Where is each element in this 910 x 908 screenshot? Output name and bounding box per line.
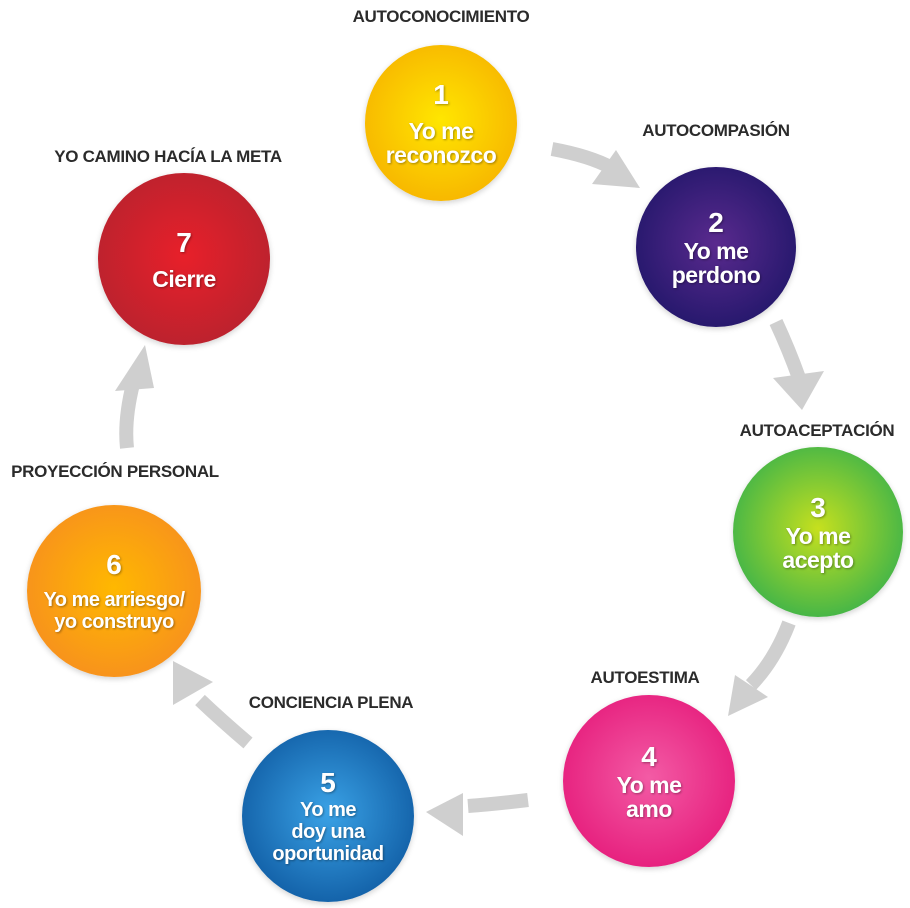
arrow-4-to-5-head bbox=[426, 793, 463, 836]
arrow-3-to-4-shaft bbox=[745, 620, 796, 690]
step-6-text-line-1: Yo me arriesgo/ bbox=[43, 589, 185, 611]
step-4-circle: 4 Yo me amo bbox=[563, 695, 735, 867]
arrow-3-to-4-head bbox=[728, 675, 768, 716]
arrow-2-to-3-shaft bbox=[769, 319, 806, 381]
step-3-label: AUTOACEPTACIÓN bbox=[739, 421, 895, 440]
step-5-text-line-3: oportunidad bbox=[272, 843, 384, 865]
arrow-4-to-5 bbox=[426, 793, 529, 836]
step-4-number: 4 bbox=[641, 741, 657, 772]
step-2-text-line-1: Yo me bbox=[683, 238, 749, 264]
arrow-1-to-2-shaft bbox=[550, 142, 616, 175]
step-6-number: 6 bbox=[106, 549, 122, 580]
step-5-circle: 5 Yo me doy una oportunidad bbox=[242, 730, 414, 902]
step-3-circle: 3 Yo me acepto bbox=[733, 447, 903, 617]
arrow-6-to-7-head bbox=[115, 345, 154, 391]
arrow-6-to-7-shaft bbox=[119, 382, 140, 449]
step-7-number: 7 bbox=[176, 227, 192, 258]
step-6-text-line-2: yo construyo bbox=[54, 611, 174, 633]
step-1-text-line-2: reconozco bbox=[385, 142, 497, 168]
step-2-text-line-2: perdono bbox=[671, 262, 761, 288]
arrow-5-to-6 bbox=[173, 661, 253, 749]
step-6-label: PROYECCIÓN PERSONAL bbox=[11, 462, 219, 481]
step-3-number: 3 bbox=[810, 492, 826, 523]
arrow-2-to-3-head bbox=[773, 371, 824, 410]
step-1-text-line-1: Yo me bbox=[408, 118, 474, 144]
step-7-circle: 7 Cierre bbox=[98, 173, 270, 345]
arrow-1-to-2 bbox=[550, 142, 640, 188]
step-5-number: 5 bbox=[320, 767, 336, 798]
step-7-label: YO CAMINO HACÍA LA META bbox=[54, 147, 282, 166]
step-1-circle: 1 Yo me reconozco bbox=[365, 45, 517, 201]
step-5-text-line-2: doy una bbox=[291, 821, 365, 843]
arrow-5-to-6-shaft bbox=[195, 694, 253, 749]
step-3-text-line-2: acepto bbox=[782, 547, 854, 573]
step-5-text-line-1: Yo me bbox=[299, 799, 357, 821]
step-7-text-line-1: Cierre bbox=[152, 266, 216, 292]
arrow-1-to-2-head bbox=[592, 150, 640, 188]
step-1-label: AUTOCONOCIMIENTO bbox=[352, 7, 530, 26]
arrow-5-to-6-head bbox=[173, 661, 213, 705]
step-4-text-line-2: amo bbox=[626, 796, 672, 822]
step-4-label: AUTOESTIMA bbox=[590, 668, 700, 687]
step-2-label: AUTOCOMPASIÓN bbox=[642, 121, 790, 140]
step-6-circle: 6 Yo me arriesgo/ yo construyo bbox=[27, 505, 201, 677]
arrow-2-to-3 bbox=[769, 319, 824, 410]
arrow-3-to-4 bbox=[728, 620, 796, 716]
step-4-text-line-1: Yo me bbox=[616, 772, 682, 798]
step-2-circle: 2 Yo me perdono bbox=[636, 167, 796, 327]
arrow-6-to-7 bbox=[115, 345, 154, 449]
step-2-number: 2 bbox=[708, 207, 724, 238]
arrow-4-to-5-shaft bbox=[467, 793, 529, 813]
step-5-label: CONCIENCIA PLENA bbox=[248, 693, 414, 712]
step-3-text-line-1: Yo me bbox=[785, 523, 851, 549]
step-1-number: 1 bbox=[433, 79, 449, 110]
